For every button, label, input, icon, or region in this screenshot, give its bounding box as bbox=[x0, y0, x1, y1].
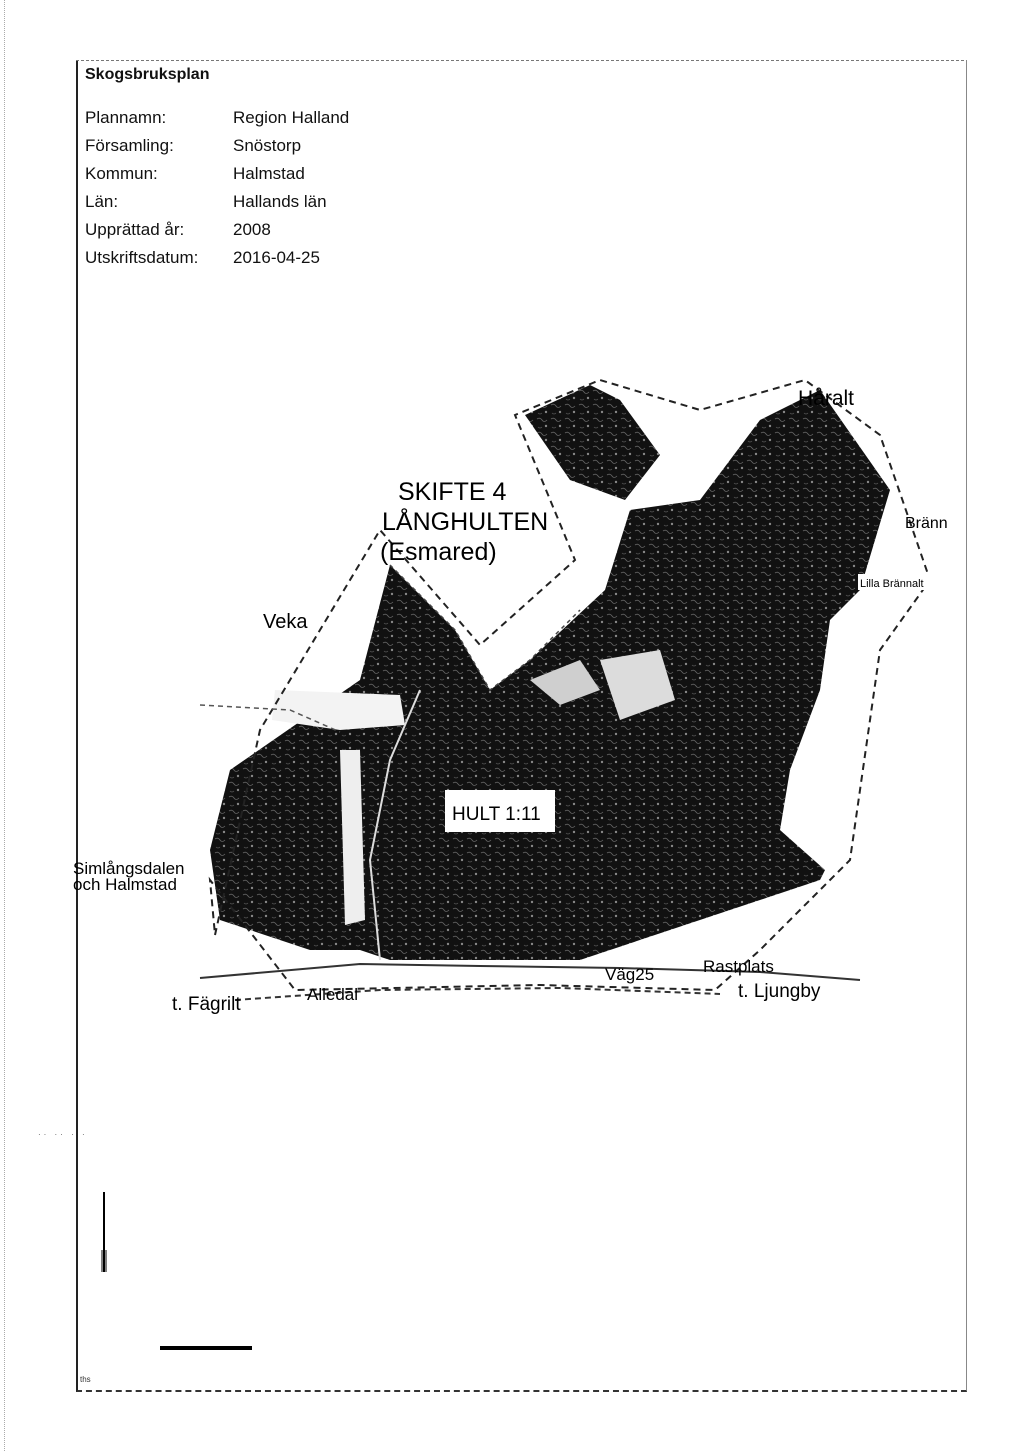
place-label-alledal: Alledal bbox=[307, 985, 358, 1004]
place-label-simlangsdalen: Simlångsdalen bbox=[73, 859, 185, 878]
north-arrow-icon bbox=[101, 1192, 107, 1272]
clearing-patch bbox=[600, 650, 675, 720]
info-label: Upprättad år: bbox=[85, 220, 185, 239]
place-label-t-fagrilt: t. Fägrilt bbox=[172, 994, 241, 1015]
place-label-rastplats: Rastplats bbox=[703, 957, 774, 976]
info-value: Hallands län bbox=[233, 192, 327, 211]
road-vag25 bbox=[199, 962, 861, 981]
forest-parcel-north bbox=[525, 385, 660, 500]
map-title-line3: (Esmared) bbox=[380, 538, 497, 566]
place-label-veka: Veka bbox=[263, 611, 308, 633]
info-row-kommun: Kommun: Halmstad bbox=[85, 160, 349, 188]
property-map-svg: HULT 1:11 SKIFTE 4 LÅNGHULTEN (Esmared) … bbox=[73, 378, 948, 1015]
property-map[interactable]: HULT 1:11 SKIFTE 4 LÅNGHULTEN (Esmared) … bbox=[60, 360, 960, 1040]
map-sheet-frame bbox=[76, 60, 967, 1392]
hult-label: HULT 1:11 bbox=[452, 804, 541, 825]
info-value: 2008 bbox=[233, 220, 271, 239]
info-row-lan: Län: Hallands län bbox=[85, 188, 349, 216]
info-value: Halmstad bbox=[233, 164, 305, 183]
place-label-brann: Bränn bbox=[905, 515, 948, 532]
map-sheet-top-line bbox=[76, 60, 964, 61]
road-dashed-west bbox=[199, 704, 341, 733]
scale-bar bbox=[160, 1346, 252, 1350]
info-label: Kommun: bbox=[85, 164, 158, 183]
map-title-line2: LÅNGHULTEN bbox=[382, 506, 548, 536]
info-label: Län: bbox=[85, 192, 119, 211]
place-label-vag25: Väg25 bbox=[605, 965, 654, 984]
info-value: Snöstorp bbox=[233, 136, 302, 155]
info-label: Utskriftsdatum: bbox=[85, 248, 199, 267]
plan-info-table: Plannamn: Region Halland Församling: Snö… bbox=[85, 104, 349, 272]
place-label-lilla-brannalt: Lilla Brännalt bbox=[860, 578, 924, 590]
road-vag25-dashed bbox=[234, 986, 721, 1001]
property-boundary bbox=[208, 378, 932, 992]
info-row-upprattad: Upprättad år: 2008 bbox=[85, 216, 349, 244]
hult-label-box bbox=[445, 790, 555, 832]
info-label: Plannamn: bbox=[85, 108, 167, 127]
place-label-t-ljungby: t. Ljungby bbox=[738, 981, 821, 1002]
road-minor bbox=[368, 689, 421, 961]
lilla-brannalt-box bbox=[858, 574, 938, 590]
clearing-patch bbox=[530, 660, 600, 705]
footer-mark: ths bbox=[80, 1375, 91, 1384]
clearing-patch bbox=[272, 690, 405, 730]
info-value: 2016-04-25 bbox=[233, 248, 320, 267]
scan-marks: ·· ·· · · bbox=[38, 1130, 88, 1139]
info-row-utskriftsdatum: Utskriftsdatum: 2016-04-25 bbox=[85, 244, 349, 272]
info-row-plannamn: Plannamn: Region Halland bbox=[85, 104, 349, 132]
clearing-patch bbox=[340, 750, 365, 925]
info-value: Region Halland bbox=[233, 108, 350, 127]
place-label-haralt: Håralt bbox=[798, 387, 854, 410]
plan-title: Skogsbruksplan bbox=[85, 66, 210, 83]
map-title-line1: SKIFTE 4 bbox=[398, 478, 506, 506]
inner-boundary bbox=[389, 564, 581, 692]
scan-left-edge bbox=[4, 0, 5, 1451]
info-row-forsamling: Församling: Snöstorp bbox=[85, 132, 349, 160]
place-label-och-halmstad: och Halmstad bbox=[73, 875, 177, 894]
info-label: Församling: bbox=[85, 136, 174, 155]
